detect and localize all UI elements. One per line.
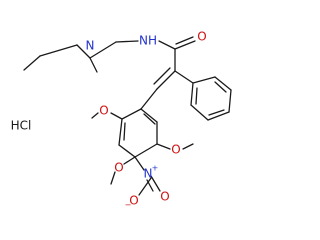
bond (76, 44, 91, 59)
bond (195, 87, 198, 105)
nitro-o-label: O (160, 190, 169, 204)
structure-canvas: N NH O O O O N + O O − HCl (11, 30, 232, 210)
bond (134, 156, 145, 171)
methoxy-o-label: O (99, 104, 108, 118)
bond (23, 55, 41, 71)
bond (207, 111, 230, 121)
bond (123, 122, 126, 141)
bond (91, 112, 99, 119)
bond (150, 175, 161, 192)
bond (138, 177, 152, 196)
bond (158, 40, 176, 50)
bond (174, 70, 194, 84)
bond (153, 67, 171, 85)
bond (115, 40, 139, 43)
bond (140, 108, 158, 123)
bond (89, 41, 117, 59)
bond (39, 44, 78, 57)
methoxy-o-label: O (114, 161, 123, 175)
bond (110, 112, 123, 120)
bond-network (23, 36, 232, 196)
amine-n-label: N (86, 39, 95, 53)
nitro-n-charge: + (152, 164, 159, 173)
bond (156, 70, 176, 90)
bond (228, 89, 232, 113)
salt-label: HCl (11, 119, 32, 133)
bond (140, 88, 158, 110)
bond (118, 118, 123, 146)
molecule-drawing: N NH O O O O N + O O − HCl (11, 30, 232, 210)
bond (118, 144, 136, 158)
bond (143, 113, 156, 125)
bond (175, 36, 194, 45)
bond (110, 171, 116, 185)
methoxy-o-label: O (171, 143, 180, 157)
nitro-n-label: N (144, 167, 153, 181)
bond (123, 156, 136, 165)
bond (190, 82, 194, 106)
bond (156, 143, 171, 150)
bond (192, 76, 216, 84)
amide-nh-label: NH (139, 34, 157, 48)
nitro-o-label: O (129, 194, 138, 208)
bond (134, 143, 158, 158)
bond (89, 57, 98, 73)
bond (174, 40, 196, 50)
nitro-o-charge: − (125, 201, 132, 210)
bond (121, 108, 142, 120)
bond (190, 104, 209, 121)
bond (208, 109, 225, 116)
amide-o-label: O (197, 30, 206, 44)
bond (214, 76, 232, 91)
bond (214, 81, 227, 93)
bond (182, 143, 194, 150)
